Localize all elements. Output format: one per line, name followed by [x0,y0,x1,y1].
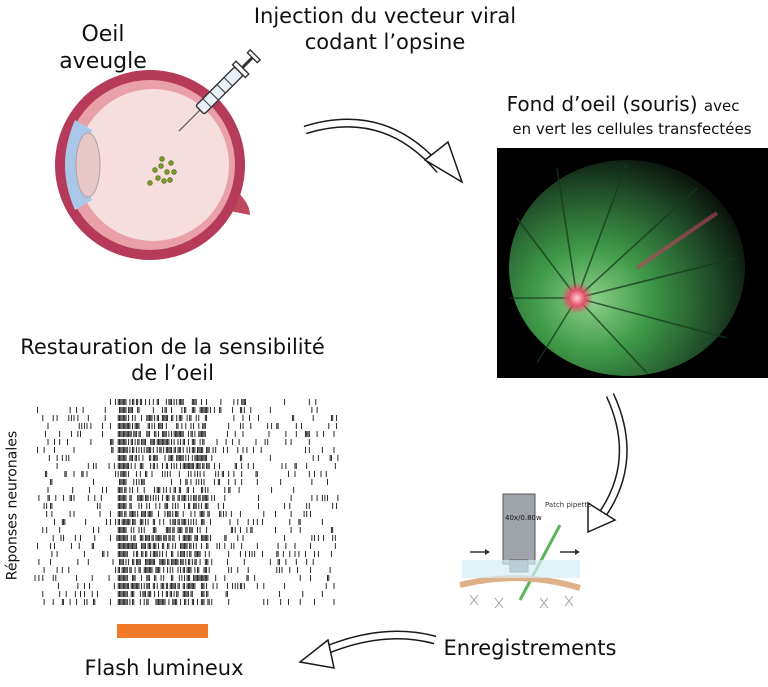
spike-raster [34,399,339,605]
arrow-to-raster [298,630,437,669]
injection-label-line1: Injection du vecteur viral [253,4,517,28]
light-flash-label: Flash lumineux [84,656,244,680]
fundus-label-avec: avec [703,97,740,115]
restoration-label-line1: Restauration de la sensibilité [20,335,325,359]
flash-bar [117,624,208,638]
transfected-cells [147,156,177,186]
eye-vitreous [77,89,229,241]
fundus-image [497,148,768,378]
patch-pipette-text: Patch pipette [545,501,591,509]
arrow-to-recordings [587,393,628,534]
injection-label: Injection du vecteur viral codant l’opsi… [225,4,545,55]
patch-setup-illustration: 40x/0.80w Patch pipette [459,493,591,609]
restoration-label-line2: de l’oeil [131,360,214,385]
optic-disc [561,282,593,314]
injection-label-line2: codant l’opsine [304,29,466,54]
eye-illustration [55,70,250,260]
fundus-retina [509,160,745,376]
objective-text: 40x/0.80w [505,514,542,522]
syringe-icon [178,48,262,132]
blind-eye-label-line2: aveugle [59,48,147,74]
blind-eye-label: Oeil aveugle [48,22,158,76]
retina-slice [459,575,581,591]
eye-lens [75,132,101,198]
fundus-drawing [509,160,745,376]
fundus-label-main: Fond d’oeil (souris) [506,92,698,116]
fundus-label: Fond d’oeil (souris) avec [478,92,768,116]
restoration-label: Restauration de la sensibilité de l’oeil [0,335,345,386]
microscope-objective [502,493,536,565]
fundus-vessels [509,162,738,374]
arrow-to-fundus [303,118,464,184]
recordings-label: Enregistrements [443,636,617,660]
fundus-sublabel: en vert les cellules transfectées [512,120,752,138]
blind-eye-label-line1: Oeil [81,22,125,47]
